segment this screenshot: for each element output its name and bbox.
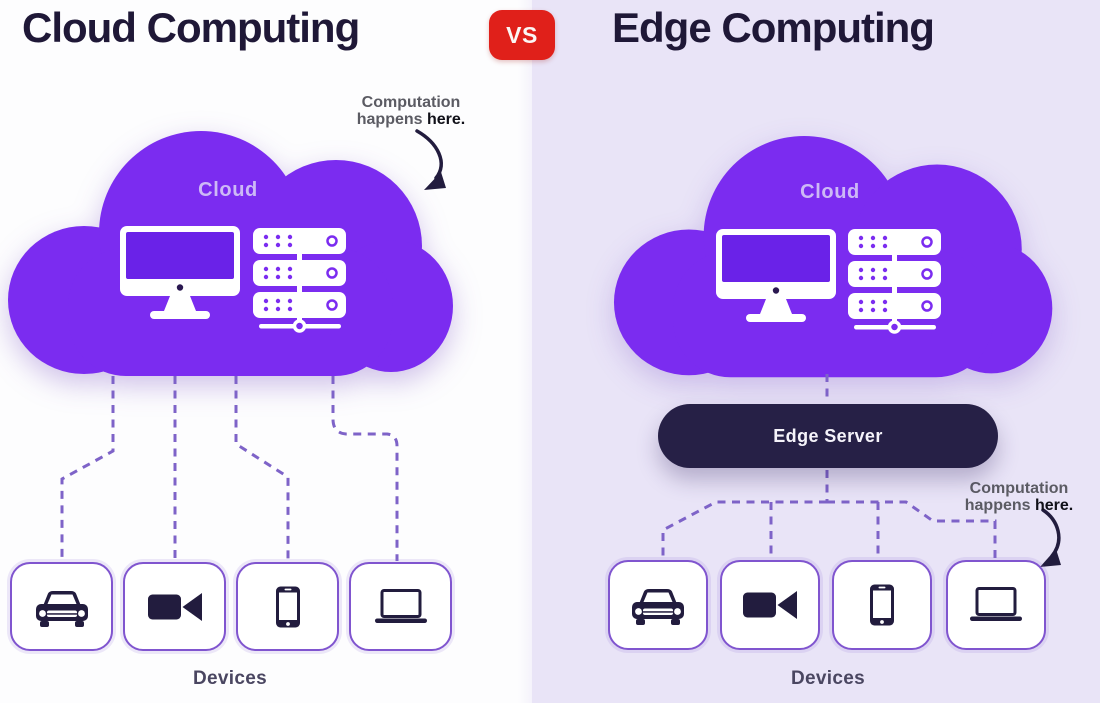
video-camera-icon xyxy=(147,592,202,621)
device-box-video-camera xyxy=(123,562,226,651)
device-box-video-camera xyxy=(720,560,820,650)
device-box-smartphone xyxy=(832,560,932,650)
annotation-computation-right: Computation happens here. xyxy=(948,480,1090,514)
device-box-laptop xyxy=(946,560,1046,650)
vs-label: VS xyxy=(506,21,538,48)
device-box-laptop xyxy=(349,562,452,651)
annotation-line1: Computation xyxy=(361,94,461,111)
left-title-rest: Computing xyxy=(135,4,361,51)
edge-server-node: Edge Server xyxy=(658,404,998,468)
arrow-to-devices xyxy=(1040,508,1061,567)
left-title-emphasis: Cloud xyxy=(22,4,137,51)
arrow-to-cloud xyxy=(415,129,446,190)
device-box-car xyxy=(10,562,113,651)
cloud-label-right: Cloud xyxy=(800,181,860,203)
annotation-line1: Computation xyxy=(969,480,1069,497)
server-rack-icon-left xyxy=(251,226,348,333)
car-icon xyxy=(35,590,88,627)
device-box-car xyxy=(608,560,708,650)
right-panel-title: Edge Computing xyxy=(612,2,935,54)
right-title-rest: Computing xyxy=(710,4,935,51)
car-icon xyxy=(632,589,684,625)
connectors-cloud-to-devices xyxy=(60,376,399,561)
annotation-computation-left: Computation happens here. xyxy=(340,94,482,128)
cloud-label-left: Cloud xyxy=(198,179,258,201)
annotation-here: here. xyxy=(1034,497,1074,514)
device-box-smartphone xyxy=(236,562,339,651)
smartphone-icon xyxy=(275,586,300,627)
annotation-line2: happens xyxy=(356,111,427,128)
annotation-line2: happens xyxy=(964,497,1035,514)
vs-badge: VS xyxy=(489,10,555,60)
video-camera-icon xyxy=(743,591,797,619)
devices-label-left: Devices xyxy=(193,668,267,689)
server-rack-icon-right xyxy=(846,227,943,334)
left-panel-title: Cloud Computing xyxy=(22,2,361,54)
edge-server-label: Edge Server xyxy=(773,425,883,446)
laptop-icon xyxy=(373,588,428,624)
connectors-edge-server xyxy=(661,374,997,558)
annotation-here: here. xyxy=(426,111,466,128)
smartphone-icon xyxy=(870,584,894,626)
right-title-emphasis: Edge xyxy=(612,4,712,51)
laptop-icon xyxy=(968,587,1024,623)
devices-label-right: Devices xyxy=(791,668,865,689)
